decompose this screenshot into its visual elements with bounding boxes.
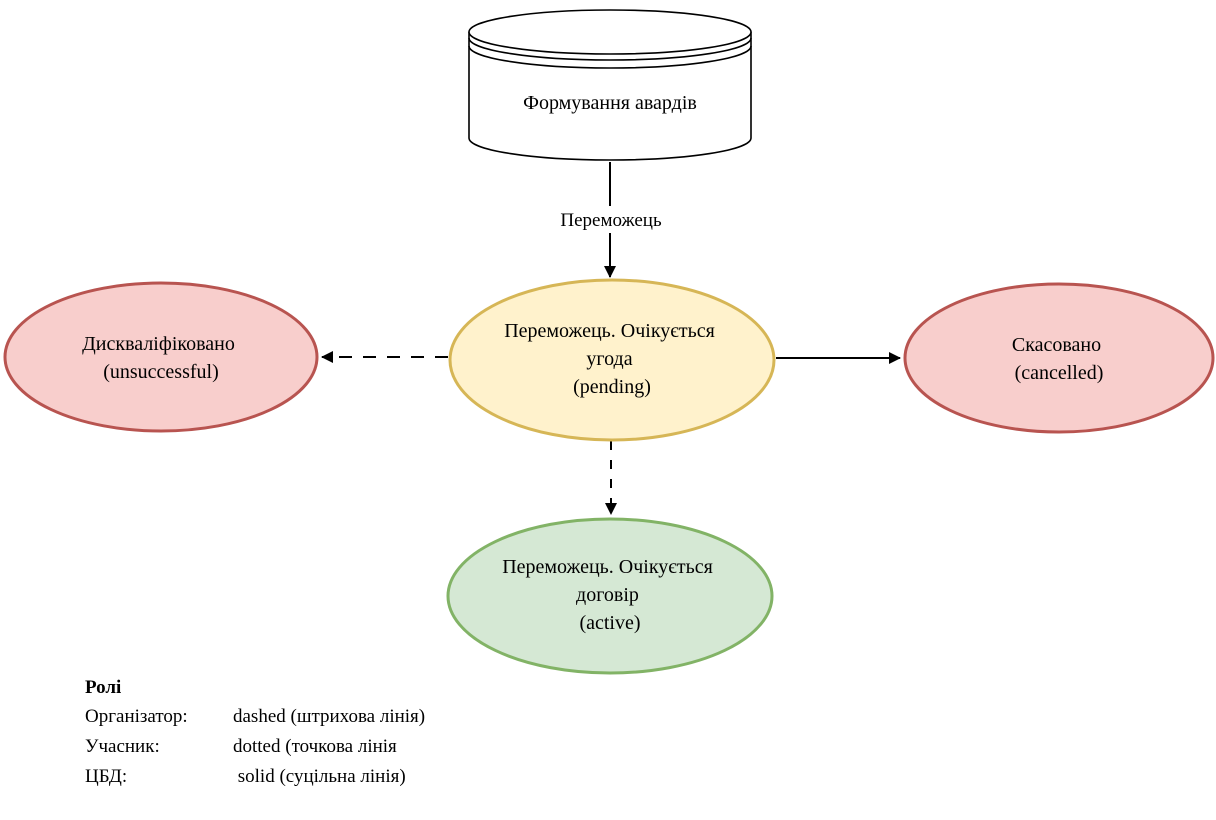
legend-title: Ролі	[85, 677, 122, 698]
node-active-shape	[446, 517, 774, 675]
node-unsuccessful-label: Дискваліфіковано (unsuccessful)	[82, 333, 240, 383]
legend-style-participant: dotted (точкова лінія	[233, 736, 397, 757]
database-node: Формування авардів	[468, 9, 752, 161]
database-rim-line-1	[468, 37, 752, 61]
node-unsuccessful: Дискваліфіковано (unsuccessful)	[3, 281, 319, 433]
legend-role-participant: Учасник:	[85, 736, 160, 757]
database-label: Формування авардів	[523, 92, 697, 114]
node-active-label: Переможець. Очікується договір (active)	[502, 556, 718, 634]
legend-style-cdb: solid (суцільна лінія)	[233, 766, 406, 787]
node-active: Переможець. Очікується договір (active)	[446, 517, 774, 675]
node-cancelled: Скасовано (cancelled)	[903, 282, 1215, 434]
node-unsuccessful-shape	[3, 281, 319, 433]
legend: Ролі Організатор: dashed (штрихова лінія…	[85, 674, 425, 792]
legend-rows: Організатор: dashed (штрихова лінія) Уча…	[85, 702, 425, 792]
node-cancelled-label: Скасовано (cancelled)	[1012, 334, 1106, 384]
edge-winner-label: Переможець	[560, 210, 662, 231]
legend-role-organizer: Організатор:	[85, 706, 188, 727]
legend-role-cdb: ЦБД:	[85, 766, 128, 787]
edge-winner-label-bg	[549, 206, 673, 233]
node-pending-label: Переможець. Очікується угода (pending)	[504, 320, 720, 398]
database-rim-line-2	[468, 45, 752, 69]
edge-winner: Переможець	[549, 162, 673, 278]
legend-style-organizer: dashed (штрихова лінія)	[233, 706, 426, 727]
node-pending: Переможець. Очікується угода (pending)	[448, 278, 776, 442]
database-top	[468, 9, 752, 55]
node-cancelled-shape	[903, 282, 1215, 434]
database-body	[468, 32, 752, 161]
node-pending-shape	[448, 278, 776, 442]
